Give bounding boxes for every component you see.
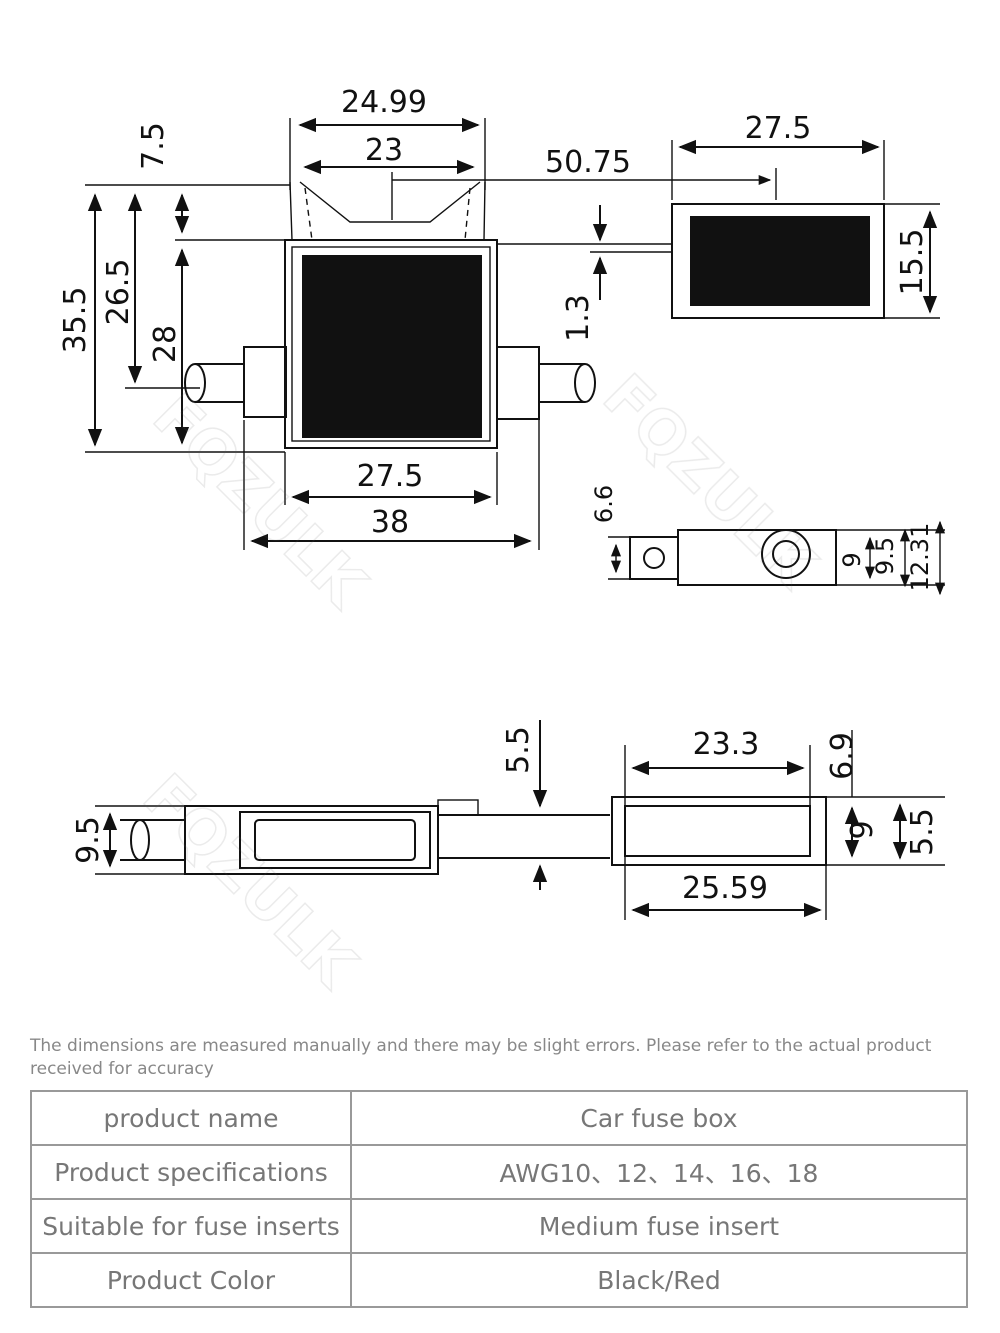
dim-9-5-front: 9.5 — [71, 816, 106, 864]
spec-label: Product specifications — [30, 1144, 352, 1200]
table-row: Suitable for fuse inserts Medium fuse in… — [30, 1198, 968, 1254]
dim-27-5-top: 27.5 — [745, 111, 812, 146]
table-row: Product Color Black/Red — [30, 1252, 968, 1308]
fuse-box-dimension-drawing: 24.99 23 50.75 27.5 15.5 1.3 35.5 26.5 — [58, 85, 946, 1003]
front-fuse-slot — [254, 819, 416, 861]
front-view: 9.5 5.5 23.3 25.59 9 5.5 6.9 — [71, 720, 945, 920]
table-row: product name Car fuse box — [30, 1090, 968, 1146]
left-cable — [195, 363, 244, 403]
spec-value: Black/Red — [350, 1252, 968, 1308]
dim-27-5-bottom: 27.5 — [357, 459, 424, 494]
dim-38: 38 — [371, 505, 409, 540]
lid-outline — [289, 181, 486, 241]
dim-6-9: 6.9 — [825, 732, 860, 780]
svg-text:FQZULK: FQZULK — [129, 761, 370, 1002]
dim-7-5: 7.5 — [136, 122, 171, 170]
dim-15-5: 15.5 — [895, 229, 930, 296]
dim-1-3: 1.3 — [561, 294, 596, 342]
dim-28: 28 — [148, 325, 183, 363]
side-lid-fill — [690, 216, 870, 306]
spec-value: Car fuse box — [350, 1090, 968, 1146]
dim-25-59: 25.59 — [682, 871, 768, 906]
spec-table: product name Car fuse box Product specif… — [30, 1090, 968, 1308]
spec-value: Medium fuse insert — [350, 1198, 968, 1254]
top-view: 24.99 23 50.75 27.5 15.5 1.3 35.5 26.5 — [58, 85, 940, 550]
dim-6-6: 6.6 — [590, 485, 618, 523]
dim-23-3: 23.3 — [693, 727, 760, 762]
table-row: Product specifications AWG10、12、14、16、18 — [30, 1144, 968, 1200]
measurement-note: The dimensions are measured manually and… — [30, 1036, 932, 1079]
dim-35-5: 35.5 — [58, 287, 93, 354]
right-cable — [539, 363, 585, 403]
watermark: FQZULK FQZULK FQZULK — [129, 360, 832, 1003]
spec-label: product name — [30, 1090, 352, 1146]
dim-9-front: 9 — [845, 820, 880, 839]
dim-5-5-center: 5.5 — [501, 726, 536, 774]
dim-23: 23 — [365, 133, 403, 168]
dim-50-75: 50.75 — [545, 145, 631, 180]
spec-value: AWG10、12、14、16、18 — [350, 1144, 968, 1200]
side-view: 6.6 9 9.5 12.31 — [590, 485, 946, 596]
dim-9-5-side: 9.5 — [871, 537, 899, 575]
dim-5-5-right: 5.5 — [905, 808, 940, 856]
side-view-body — [677, 529, 837, 586]
front-lid-outline — [611, 796, 827, 866]
front-view-body — [184, 805, 439, 875]
side-lid-outline — [671, 203, 885, 319]
spec-label: Suitable for fuse inserts — [30, 1198, 352, 1254]
dim-24-99: 24.99 — [341, 85, 427, 120]
dim-12-31: 12.31 — [906, 523, 934, 592]
right-cable-sleeve — [496, 346, 540, 420]
main-body-fill — [302, 255, 482, 438]
svg-text:FQZULK: FQZULK — [589, 361, 830, 602]
spec-label: Product Color — [30, 1252, 352, 1308]
main-body-inner-outline — [291, 246, 491, 442]
left-cable-sleeve — [243, 346, 287, 418]
dim-9-side: 9 — [838, 552, 866, 567]
main-body-outline — [284, 239, 498, 449]
dim-26-5: 26.5 — [101, 259, 136, 326]
